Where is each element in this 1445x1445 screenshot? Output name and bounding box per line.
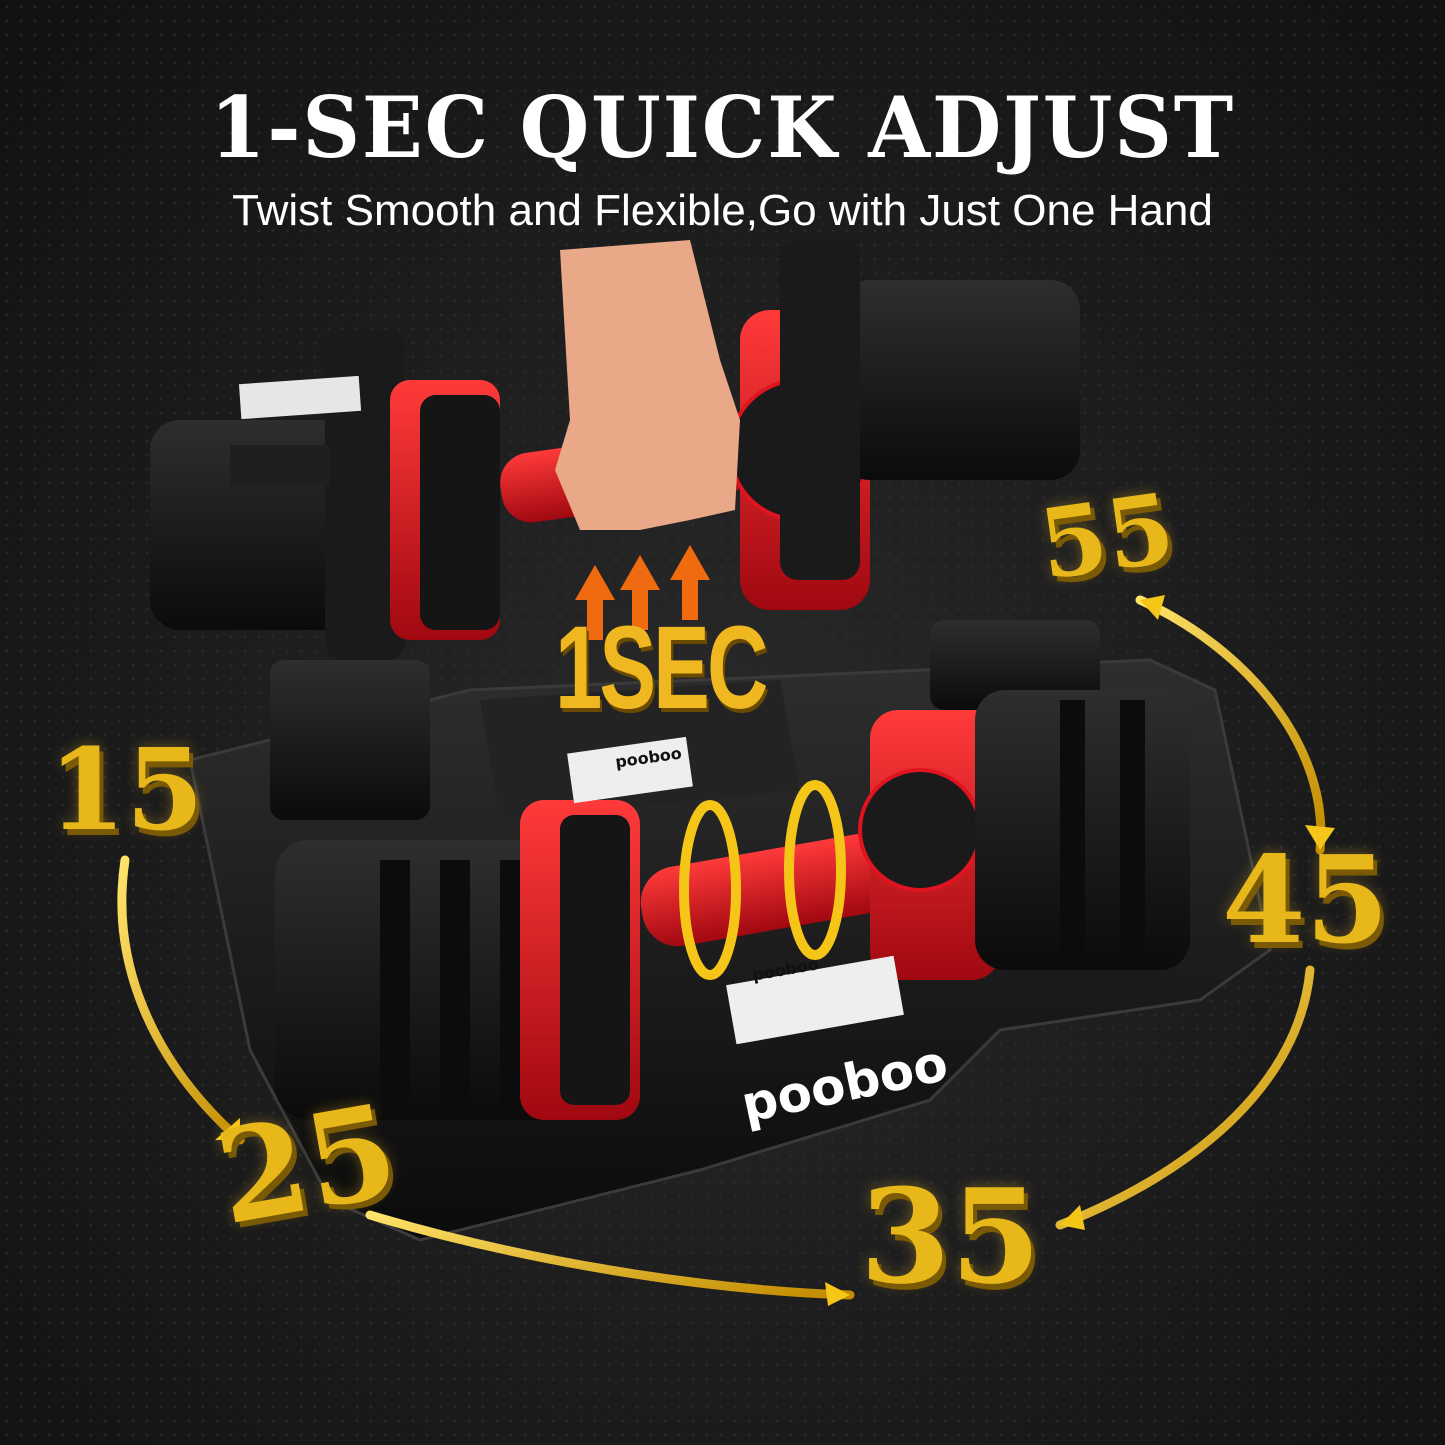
weight-label-45: 45: [1222, 830, 1389, 971]
weight-label-55: 55: [1032, 471, 1181, 602]
arc-45-55: [1135, 595, 1326, 855]
adjust-cycle-arrows: [117, 595, 1326, 1300]
page-subtitle: Twist Smooth and Flexible,Go with Just O…: [232, 186, 1213, 235]
arc-25-35: [365, 1210, 855, 1300]
arc-35-45: [1055, 965, 1315, 1230]
weight-plates: [270, 620, 1100, 820]
weight-label-35: 35: [860, 1160, 1041, 1313]
up-arrows-icon: [575, 545, 710, 640]
arc-15-25: [117, 855, 245, 1145]
hand: [555, 240, 740, 530]
weight-label-25: 25: [206, 1075, 408, 1255]
arc-arrowheads: [215, 595, 1335, 1306]
one-second-badge: 1SEC: [555, 602, 768, 734]
page-title: 1-SEC QUICK ADJUST: [209, 78, 1236, 177]
twist-rotation-icon: [679, 780, 846, 980]
weight-label-15: 15: [48, 725, 204, 856]
